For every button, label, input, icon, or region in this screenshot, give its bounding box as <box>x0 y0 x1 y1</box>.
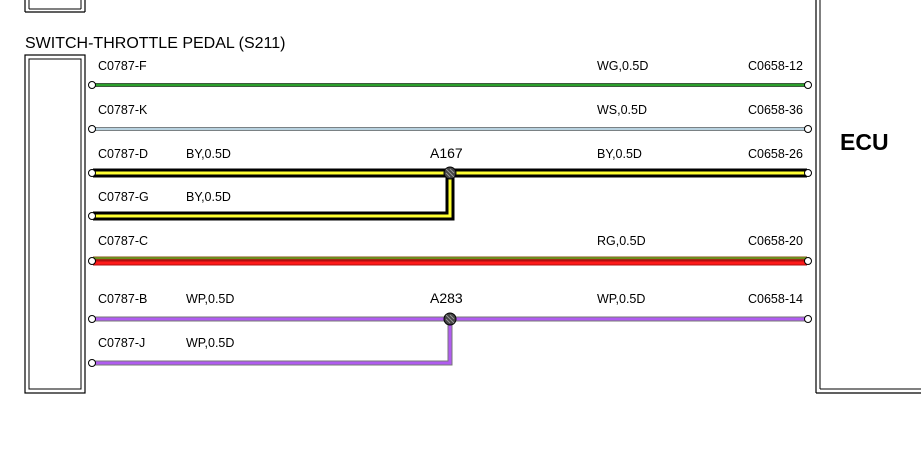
ecu-pin-label: C0658-14 <box>748 292 803 306</box>
splice-a167-icon[interactable] <box>443 166 457 180</box>
wire-color-label: BY,0.5D <box>597 147 642 161</box>
ecu-box <box>815 0 921 394</box>
splice-a283-icon[interactable] <box>443 312 457 326</box>
wire-color-label: WP,0.5D <box>186 292 234 306</box>
wire-color-label: WS,0.5D <box>597 103 647 117</box>
splice-label: A167 <box>430 145 463 161</box>
wire-color-label: BY,0.5D <box>186 190 231 204</box>
switch-terminal-c0787-j[interactable] <box>88 359 96 367</box>
ecu-terminal-c0658-36[interactable] <box>804 125 812 133</box>
switch-pin-label: C0787-G <box>98 190 149 204</box>
ecu-terminal-c0658-20[interactable] <box>804 257 812 265</box>
wire-white-violet-branch[interactable] <box>93 319 453 366</box>
switch-pin-label: C0787-D <box>98 147 148 161</box>
upper-component-stub <box>24 0 86 13</box>
switch-terminal-c0787-d[interactable] <box>88 169 96 177</box>
ecu-pin-label: C0658-36 <box>748 103 803 117</box>
wire-color-label: BY,0.5D <box>186 147 231 161</box>
wire-color-label: WG,0.5D <box>597 59 648 73</box>
ecu-terminal-c0658-14[interactable] <box>804 315 812 323</box>
wire-color-label: RG,0.5D <box>597 234 646 248</box>
switch-terminal-c0787-g[interactable] <box>88 212 96 220</box>
wire-color-label: WP,0.5D <box>186 336 234 350</box>
ecu-pin-label: C0658-12 <box>748 59 803 73</box>
component-title: SWITCH-THROTTLE PEDAL (S211) <box>25 35 285 52</box>
wire-color-label: WP,0.5D <box>597 292 645 306</box>
switch-pin-label: C0787-B <box>98 292 147 306</box>
ecu-terminal-c0658-26[interactable] <box>804 169 812 177</box>
switch-pin-label: C0787-K <box>98 103 148 117</box>
switch-pin-label: C0787-F <box>98 59 147 73</box>
ecu-terminal-c0658-12[interactable] <box>804 81 812 89</box>
throttle-pedal-switch-box <box>24 54 86 394</box>
switch-terminal-c0787-k[interactable] <box>88 125 96 133</box>
ecu-label: ECU <box>840 129 889 155</box>
ecu-pin-label: C0658-20 <box>748 234 803 248</box>
switch-terminal-c0787-b[interactable] <box>88 315 96 323</box>
switch-pin-label: C0787-J <box>98 336 145 350</box>
wire-black-yellow-branch[interactable] <box>93 173 455 221</box>
switch-terminal-c0787-f[interactable] <box>88 81 96 89</box>
switch-terminal-c0787-c[interactable] <box>88 257 96 265</box>
switch-pin-label: C0787-C <box>98 234 148 248</box>
ecu-pin-label: C0658-26 <box>748 147 803 161</box>
splice-label: A283 <box>430 290 463 306</box>
wire-red-green[interactable] <box>93 256 807 266</box>
